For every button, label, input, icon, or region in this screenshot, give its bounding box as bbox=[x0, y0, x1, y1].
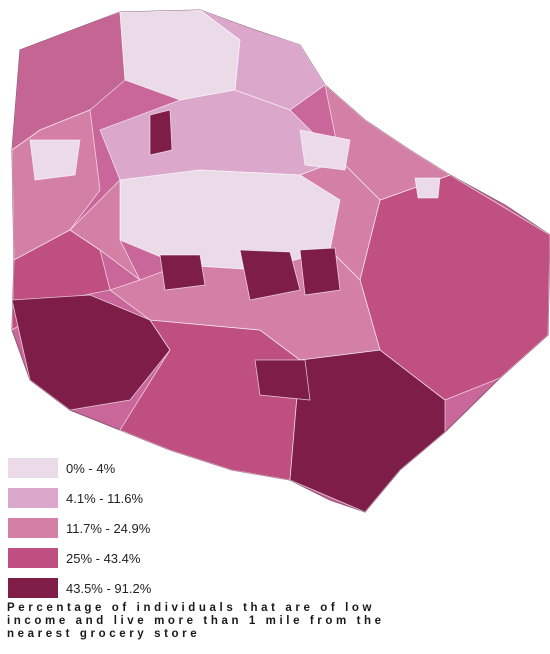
legend-label: 11.7% - 24.9% bbox=[66, 520, 151, 536]
caption-line: income and live more than 1 mile from th… bbox=[7, 615, 385, 627]
tract-southwest bbox=[12, 294, 171, 411]
map-caption: Percentage of individuals that are of lo… bbox=[7, 602, 547, 641]
tract-pocket-south bbox=[254, 359, 311, 401]
tract-pocket-east bbox=[299, 247, 341, 296]
caption-line: nearest grocery store bbox=[7, 628, 201, 640]
legend-swatch bbox=[8, 458, 58, 478]
choropleth-map bbox=[11, 9, 550, 513]
legend-item: 0% - 4% bbox=[8, 455, 151, 481]
legend-item: 43.5% - 91.2% bbox=[8, 575, 151, 601]
legend-swatch bbox=[8, 578, 58, 598]
tract-light-east bbox=[414, 177, 441, 199]
legend-item: 25% - 43.4% bbox=[8, 545, 151, 571]
tract-urban-west bbox=[69, 179, 141, 281]
legend-swatch bbox=[8, 518, 58, 538]
tract-pocket-center-west bbox=[159, 254, 206, 291]
tract-light-north-1 bbox=[29, 139, 81, 181]
legend-label: 0% - 4% bbox=[66, 460, 116, 476]
legend-label: 43.5% - 91.2% bbox=[66, 580, 152, 596]
legend-swatch bbox=[8, 548, 58, 568]
tract-light-north-2 bbox=[299, 129, 351, 171]
legend-item: 11.7% - 24.9% bbox=[8, 515, 151, 541]
legend-item: 4.1% - 11.6% bbox=[8, 485, 151, 511]
legend-swatch bbox=[8, 488, 58, 508]
legend: 0% - 4% 4.1% - 11.6% 11.7% - 24.9% 25% -… bbox=[8, 455, 151, 605]
tract-pocket-center-east bbox=[239, 249, 301, 301]
legend-label: 25% - 43.4% bbox=[66, 550, 141, 566]
tract-pocket-north bbox=[149, 109, 173, 156]
legend-label: 4.1% - 11.6% bbox=[66, 490, 144, 506]
caption-line: Percentage of individuals that are of lo… bbox=[7, 602, 376, 614]
